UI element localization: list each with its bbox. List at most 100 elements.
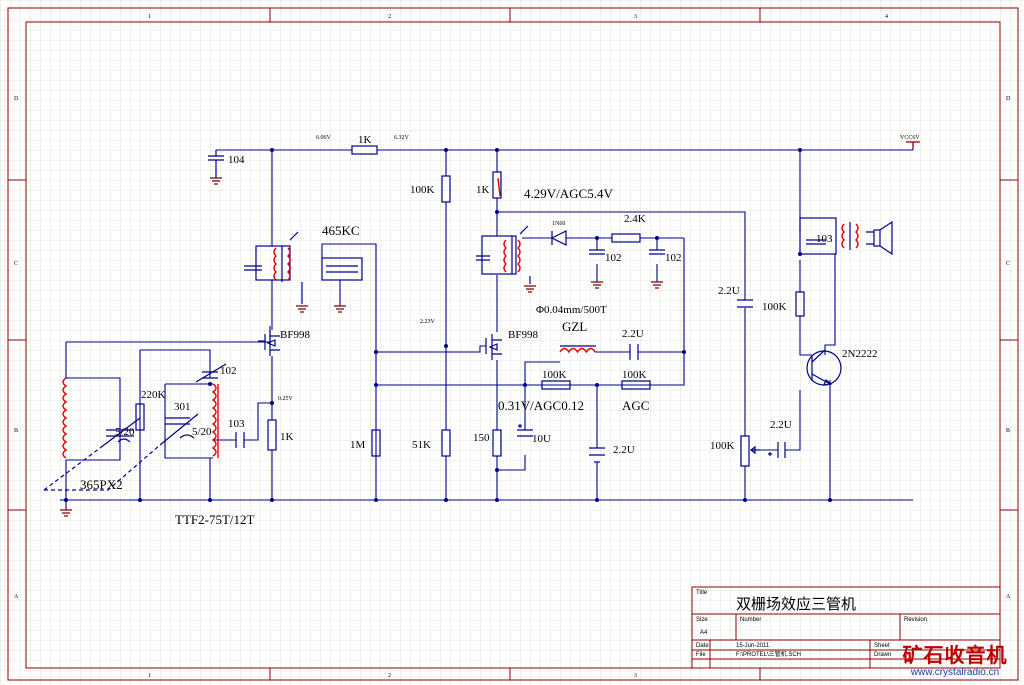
frame-col-2-top: 2: [388, 14, 391, 20]
trimmer-5-20-b: [159, 413, 199, 446]
resistor-1k-b: [492, 171, 502, 199]
label-mos-bf998-a: BF998: [280, 329, 310, 341]
label-res-100k-vert: 100K: [762, 301, 787, 313]
mosfet-bf998-1: [264, 330, 280, 356]
label-mos-bf998-b: BF998: [508, 329, 538, 341]
capacitor-2-2u-d: [768, 442, 786, 458]
capacitor-102-b: [649, 249, 665, 289]
label-res-1k-top: 1K: [358, 134, 372, 146]
label-res-24k: 2.4K: [624, 213, 646, 225]
frame-col-1-top: 1: [148, 14, 151, 20]
label-cap-102-b: 102: [665, 252, 682, 264]
resistor-100k-vert: [795, 291, 805, 317]
mosfet-bf998-2: [485, 334, 502, 360]
resistor-51k: [441, 429, 451, 457]
label-res-150: 150: [473, 432, 490, 444]
frame-row-a-left: A: [14, 594, 19, 600]
component-labels: 104 1K 6.06V 6.32V VCC6V 100K 1K 4.29V/A…: [80, 134, 920, 527]
wires: [60, 142, 914, 510]
label-gzl: GZL: [562, 319, 587, 334]
capacitor-104: [208, 150, 224, 178]
antenna-coil: [62, 377, 68, 459]
label-res-100k-b: 100K: [542, 369, 567, 381]
date-value: 15-Jun-2011: [736, 643, 770, 649]
label-res-1k-c: 1K: [280, 431, 294, 443]
vcc-marker: [906, 141, 920, 148]
resistor-100k-b: [541, 380, 571, 390]
trimmer-5-20-a: [117, 438, 131, 443]
frame-row-b-right: B: [1006, 428, 1010, 434]
title-label: Title: [696, 590, 708, 596]
label-res-1m: 1M: [350, 439, 366, 451]
label-cap-10u: 10U: [532, 433, 551, 445]
frame-row-d-right: D: [1006, 96, 1011, 102]
label-cap-103-spk: 103: [816, 233, 833, 245]
label-res-51k: 51K: [412, 439, 431, 451]
resistor-1k-top: [351, 145, 378, 155]
label-cap-102-c: 102: [220, 365, 237, 377]
capacitor-2-2u-b: [629, 344, 639, 360]
date-label: Date: [696, 643, 709, 649]
capacitor-2-2u-a: [737, 299, 753, 308]
ground-symbol-left: [60, 509, 72, 517]
logo-url: www.crystalradio.cn: [910, 667, 1000, 678]
label-trim-520-a: 5/20: [115, 426, 135, 438]
capacitor-2-2u-c: [589, 447, 605, 463]
frame-row-a-right: A: [1006, 594, 1011, 600]
label-cap-104: 104: [228, 154, 245, 166]
capacitor-102-c: [195, 363, 227, 383]
label-cap-22u-b: 2.2U: [622, 328, 644, 340]
ground-symbol-104: [210, 177, 222, 185]
label-v-429: 4.29V/AGC5.4V: [524, 186, 613, 201]
label-res-100k-a: 100K: [410, 184, 435, 196]
capacitor-10u: [517, 424, 533, 437]
label-res-1k-b: 1K: [476, 184, 490, 196]
label-vcc: VCC6V: [900, 135, 920, 141]
size-label: Size: [696, 617, 708, 623]
gang-link: [43, 444, 161, 491]
if-transformer-2: [476, 225, 536, 293]
label-transistor: 2N2222: [842, 348, 877, 360]
file-label: File: [696, 652, 706, 658]
frame-col-2-bottom: 2: [388, 673, 391, 679]
label-trim-520-b: 5/20: [192, 426, 212, 438]
resistor-1k-c: [267, 419, 277, 451]
variable-capacitor-1: [99, 417, 141, 449]
label-v-025: 0.25V: [278, 396, 294, 402]
title-block: Title 双栅场效应三管机 Size A4 Number Revision D…: [691, 586, 1001, 669]
frame-row-c-left: C: [14, 261, 18, 267]
label-ifc-465: 465KC: [322, 223, 360, 238]
frame-col-4-top: 4: [885, 14, 888, 20]
label-coil-spec: Φ0.04mm/500T: [536, 304, 607, 316]
speaker-icon: [866, 220, 893, 256]
label-diode-1n60: 1N60: [552, 221, 565, 227]
capacitor-103-b: [235, 432, 245, 448]
frame-row-d-left: D: [14, 96, 19, 102]
label-cap-22u-d: 2.2U: [770, 419, 792, 431]
junction-dots: [64, 148, 832, 502]
label-v-632: 6.32V: [394, 135, 410, 141]
oscillator-coil: [211, 383, 219, 458]
size-value: A4: [700, 630, 708, 636]
label-coil-spec-b: TTF2-75T/12T: [175, 512, 254, 527]
capacitor-102-a: [589, 249, 605, 289]
label-cap-103-b: 103: [228, 418, 245, 430]
label-agc: AGC: [622, 398, 649, 413]
resistor-100k-a: [441, 175, 451, 203]
label-cap-301: 301: [174, 401, 191, 413]
drawing-frame: 1 2 3 4 1 2 3 D C B A D C B A: [7, 7, 1019, 681]
choke-gzl: [559, 345, 596, 354]
resistor-220k: [135, 403, 145, 431]
label-cap-102-a: 102: [605, 252, 622, 264]
frame-col-3-bottom: 3: [634, 673, 637, 679]
label-res-220k: 220K: [141, 389, 166, 401]
transistor-2n2222: [806, 349, 842, 386]
diode-1n60: [550, 230, 567, 246]
sheet-label: Sheet: [874, 643, 890, 649]
label-res-100k-c: 100K: [622, 369, 647, 381]
if-transformer-1: [244, 231, 308, 313]
frame-col-3-top: 3: [634, 14, 637, 20]
number-label: Number: [740, 617, 761, 623]
frame-col-1-bottom: 1: [148, 673, 151, 679]
logo-text: 矿石收音机: [902, 645, 1008, 667]
